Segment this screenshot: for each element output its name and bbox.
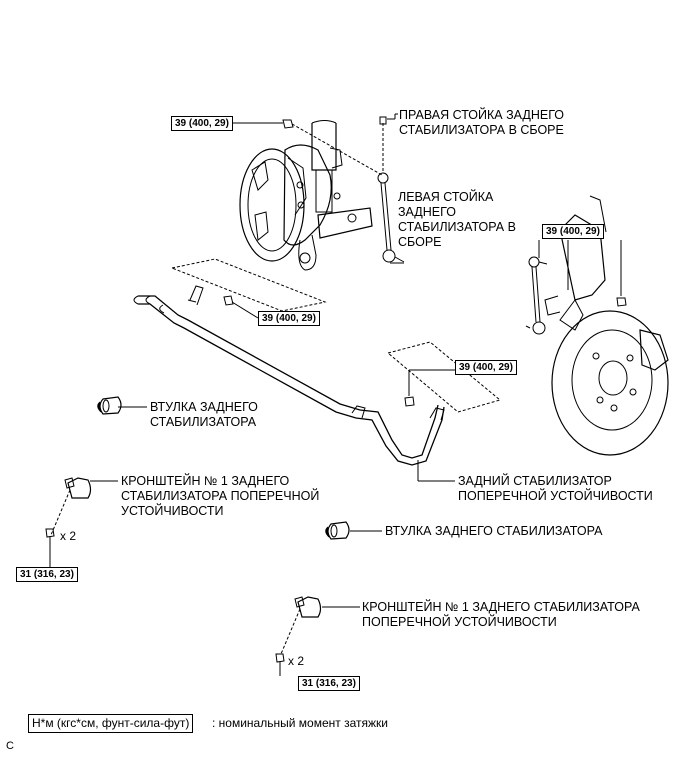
torque-box-bracket-1: 31 (316, 23) xyxy=(16,567,78,582)
torque-box-bar-right: 39 (400, 29) xyxy=(455,360,517,375)
legend-unit-box: Н*м (кгс*см, фунт-сила-фут) xyxy=(28,714,194,733)
label-stabilizer-bar: ЗАДНИЙ СТАБИЛИЗАТОР ПОПЕРЕЧНОЙ УСТОЙЧИВО… xyxy=(458,474,653,503)
left-hub-assembly xyxy=(239,120,373,271)
label-bushing-1: ВТУЛКА ЗАДНЕГО СТАБИЛИЗАТОРА xyxy=(150,400,258,429)
mount-outline-right xyxy=(386,341,502,413)
label-right-stabilizer-link: ПРАВАЯ СТОЙКА ЗАДНЕГО СТАБИЛИЗАТОРА В СБ… xyxy=(399,108,564,137)
bracket-2 xyxy=(275,596,322,676)
nut-top-left xyxy=(282,119,294,129)
legend-description: : номинальный момент затяжки xyxy=(212,716,388,730)
label-bushing-2: ВТУЛКА ЗАДНЕГО СТАБИЛИЗАТОРА xyxy=(385,524,603,538)
label-bracket-1: КРОНШТЕЙН № 1 ЗАДНЕГО СТАБИЛИЗАТОРА ПОПЕ… xyxy=(121,474,320,518)
label-bracket-2: КРОНШТЕЙН № 1 ЗАДНЕГО СТАБИЛИЗАТОРА ПОПЕ… xyxy=(362,600,640,629)
bracket-1 xyxy=(45,477,92,567)
nut-right-upper xyxy=(616,240,627,307)
leader-lines xyxy=(90,113,540,608)
right-disc-assembly xyxy=(544,195,669,456)
quantity-bracket-2-bolts: x 2 xyxy=(288,654,305,668)
torque-box-top-left: 39 (400, 29) xyxy=(171,116,233,131)
torque-box-right-upper: 39 (400, 29) xyxy=(542,224,604,239)
stabilizer-bar xyxy=(133,285,445,466)
nut-bar-right xyxy=(404,370,415,407)
torque-box-bar-left: 39 (400, 29) xyxy=(258,311,320,326)
quantity-bracket-1-bolts: x 2 xyxy=(60,529,77,543)
corner-mark: C xyxy=(6,740,14,752)
bushing-2 xyxy=(325,521,350,540)
left-stabilizer-link xyxy=(525,256,548,335)
right-stabilizer-link xyxy=(377,116,405,263)
bushing-1 xyxy=(97,396,122,415)
label-left-stabilizer-link: ЛЕВАЯ СТОЙКА ЗАДНЕГО СТАБИЛИЗАТОРА В СБО… xyxy=(398,190,516,249)
mount-outline-left xyxy=(170,258,327,312)
nut-bar-left xyxy=(223,295,259,319)
torque-box-bracket-2: 31 (316, 23) xyxy=(298,676,360,691)
